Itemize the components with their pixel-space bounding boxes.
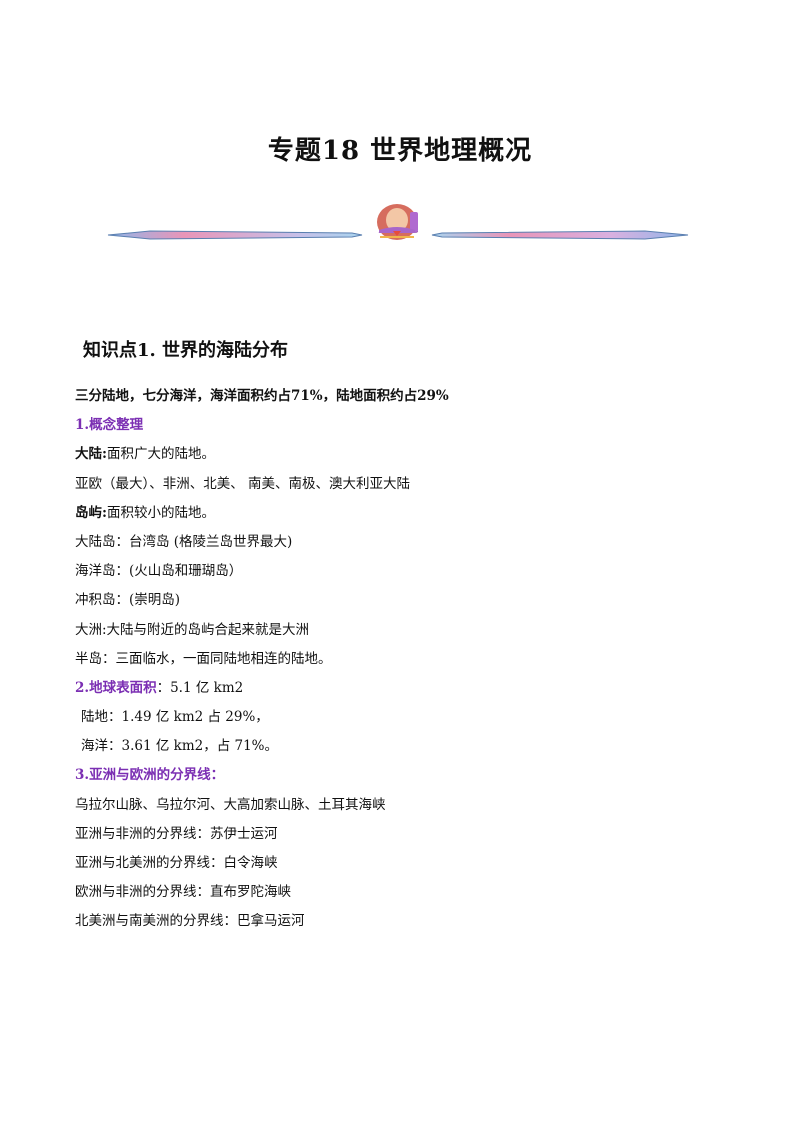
surface-area-value: ：5.1 亿 km2: [156, 679, 244, 696]
def-continent: 面积广大的陆地。: [106, 446, 215, 463]
subheading-boundary: 3.亚洲与欧洲的分界线：: [75, 767, 225, 784]
summary-line: 三分陆地，七分海洋，海洋面积约占71%，陆地面积约占29%: [75, 388, 449, 404]
ocean-area: 海洋：3.61 亿 km2，占 71%。: [81, 738, 279, 755]
ocean-island: 海洋岛：(火山岛和珊瑚岛）: [75, 563, 243, 580]
asia-namerica-boundary: 亚洲与北美洲的分界线：白令海峡: [75, 855, 278, 871]
subheading-concepts: 1.概念整理: [75, 417, 144, 434]
term-island: 岛屿:: [75, 504, 107, 521]
continent-definition: 大陆:面积广大的陆地。: [75, 440, 735, 469]
europe-africa-boundary: 欧洲与非洲的分界线：直布罗陀海峡: [75, 884, 291, 901]
land-area: 陆地：1.49 亿 km2 占 29%，: [81, 709, 269, 726]
island-definition: 岛屿:面积较小的陆地。: [75, 499, 735, 528]
content-body: 三分陆地，七分海洋，海洋面积约占71%，陆地面积约占29% 1.概念整理 大陆:…: [75, 382, 735, 937]
title-divider: [100, 200, 700, 260]
alluvial-island: 冲积岛：(崇明岛): [75, 592, 181, 609]
teacher-avatar-icon: [377, 204, 418, 240]
mainland-island: 大陆岛：台湾岛 (格陵兰岛世界最大): [75, 533, 293, 550]
asia-africa-boundary: 亚洲与非洲的分界线：苏伊士运河: [75, 825, 278, 842]
subheading-surface-area: 2.地球表面积: [75, 679, 157, 696]
def-island: 面积较小的陆地。: [106, 504, 215, 521]
page-title: 专题18 世界地理概况: [267, 136, 533, 166]
peninsula-definition: 半岛：三面临水，一面同陆地相连的陆地。: [75, 650, 332, 667]
continent-region: 大洲:大陆与附近的岛屿合起来就是大洲: [75, 621, 310, 638]
divider-right-bar: [431, 230, 689, 240]
continent-list: 亚欧（最大）、非洲、北美、 南美、南极、澳大利亚大陆: [75, 475, 411, 492]
namerica-samerica-boundary: 北美洲与南美洲的分界线：巴拿马运河: [75, 913, 305, 930]
asia-europe-boundary: 乌拉尔山脉、乌拉尔河、大高加索山脉、土耳其海峡: [75, 796, 386, 813]
divider-left-bar: [107, 230, 363, 240]
term-continent: 大陆:: [75, 446, 107, 463]
earth-surface-area: 2.地球表面积：5.1 亿 km2: [75, 674, 735, 703]
section-heading: 知识点1. 世界的海陆分布: [83, 340, 289, 361]
